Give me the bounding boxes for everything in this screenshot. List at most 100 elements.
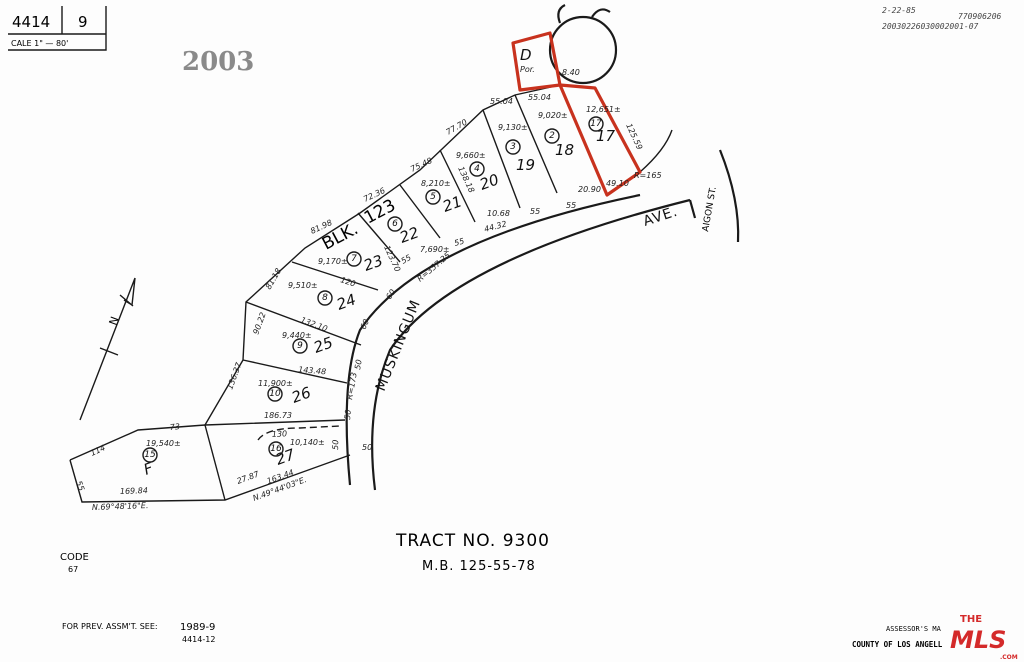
parcel-circle	[267, 386, 283, 402]
lot-area: 7,690±	[420, 245, 450, 254]
parcel-circle	[588, 116, 604, 132]
top-right-notes: 2-22-85 770906206 20030226030002001-07	[882, 6, 1002, 31]
map-book-ref: M.B. 125-55-78	[422, 559, 536, 574]
dimension-label: 55.04	[490, 97, 513, 106]
muskingum-far-line	[371, 198, 691, 491]
parcel-number: 3	[510, 142, 516, 152]
parcel-number: 6	[392, 219, 398, 229]
ave-end	[688, 199, 697, 219]
lot-number: 24	[334, 290, 358, 313]
parcel-number: 17	[590, 119, 602, 129]
lot-area: 8,210±	[421, 179, 451, 188]
lot-number: 21	[440, 192, 464, 215]
dimension-label: 20.90	[578, 185, 601, 194]
parcel-circle	[387, 216, 403, 232]
dimension-label: 50	[343, 409, 353, 420]
lot-labels: 171712,651±1829,020±1939,130±2049,660±21…	[141, 46, 620, 479]
lot-number: 23	[361, 251, 385, 274]
street-label-aigon: AIGON ST.	[701, 186, 719, 233]
parcel-number: 16	[270, 444, 282, 454]
dimension-label: 169.84	[120, 486, 148, 496]
dimension-label: 10.68	[487, 209, 510, 218]
lot-number: 27	[273, 445, 298, 469]
parcel-circle	[544, 128, 560, 144]
dimension-label: 81.18	[264, 267, 283, 291]
street-label-ave: AVE.	[641, 204, 680, 230]
tract-title: TRACT NO. 9300	[395, 531, 550, 551]
dimension-label: 130	[272, 429, 288, 439]
dimension-label: 55	[566, 201, 576, 210]
lot-area: 9,510±	[288, 281, 318, 290]
note-doc: 770906206	[958, 12, 1002, 21]
cul-de-sac-edge	[639, 129, 673, 173]
dimension-label: 49.10	[606, 179, 629, 188]
dimension-label: 143.48	[298, 365, 327, 376]
dimension-label: 8.40	[562, 68, 580, 77]
dimension-label: 50	[331, 440, 340, 450]
lot-number: 19	[516, 156, 535, 174]
aigon-st-line	[718, 149, 740, 243]
dimension-label: 136.37	[225, 360, 243, 390]
dimension-label: R=173	[345, 372, 359, 401]
lot-number: D	[520, 46, 532, 64]
parcel-number: 8	[322, 293, 328, 303]
footer-assessor: ASSESSOR'S MA	[886, 625, 942, 633]
note-date: 2-22-85	[882, 6, 916, 15]
prev-ref-1: 1989-9	[180, 622, 215, 633]
parcel-circle	[292, 338, 308, 354]
cul-de-sac-stems	[557, 4, 611, 24]
parcel-number: 7	[351, 254, 357, 264]
highlighted-lot-17[interactable]	[558, 83, 642, 197]
dimension-label: R=165	[634, 171, 662, 180]
muskingum-front-line	[345, 193, 641, 486]
cul-de-sac	[548, 15, 618, 85]
lot-area: 10,140±	[290, 438, 325, 447]
dimension-label: R=357.25	[416, 251, 453, 284]
streets	[345, 4, 740, 491]
svg-text:THE: THE	[960, 614, 982, 625]
dimension-label: 27.87	[236, 469, 261, 486]
parcel-circle	[142, 447, 158, 463]
parcel-number: 10	[269, 389, 281, 399]
parcel-circle	[346, 251, 362, 267]
lot-area: 9,020±	[538, 111, 568, 120]
lot-number: 18	[555, 141, 574, 159]
lot-area: 12,651±	[586, 105, 621, 114]
dimension-label: 55	[74, 480, 86, 493]
page-number: 9	[78, 13, 88, 31]
parcel-circle	[469, 161, 485, 177]
dimension-label: 55	[530, 207, 540, 216]
dimension-label: 90.22	[251, 311, 267, 336]
parcel-number: 9	[297, 341, 303, 351]
dimension-label: 77.70	[445, 117, 469, 136]
mls-logo: THE MLS .COM	[950, 614, 1018, 661]
dimension-label: 120	[339, 275, 356, 288]
dimension-label: 50	[362, 443, 372, 452]
parcel-number: 15	[144, 450, 156, 460]
dimension-label: 75.48	[409, 156, 434, 174]
street-label-muskingum: MUSKINGUM	[373, 297, 424, 393]
dimension-label: 73	[169, 422, 180, 432]
dimension-label: 55.04	[528, 93, 551, 102]
prev-assessment-label: FOR PREV. ASSM'T. SEE:	[62, 622, 158, 631]
lot-number: 26	[289, 383, 313, 406]
dimension-label: 50	[353, 359, 364, 371]
lot-number: 20	[477, 170, 501, 193]
scale-text: CALE 1" — 80'	[11, 39, 68, 48]
parcel-circle	[268, 441, 284, 457]
svg-text:MLS: MLS	[950, 626, 1006, 654]
code-label: CODE	[60, 552, 89, 563]
parcel-number: 2	[549, 131, 555, 141]
year-stamp: 2003	[182, 47, 254, 77]
book-number: 4414	[12, 13, 50, 31]
dimension-label: 55	[453, 237, 465, 248]
dimension-label: 60	[359, 318, 371, 331]
lot-area: 9,440±	[282, 331, 312, 340]
parcel-number: Por.	[520, 65, 535, 74]
parcel-circle	[425, 189, 441, 205]
north-arrow: N	[79, 277, 136, 421]
svg-text:.COM: .COM	[1000, 654, 1018, 661]
map-header-box: 4414 9 CALE 1" — 80'	[8, 6, 107, 51]
lot-lines	[69, 84, 561, 503]
code-value: 67	[68, 565, 78, 574]
